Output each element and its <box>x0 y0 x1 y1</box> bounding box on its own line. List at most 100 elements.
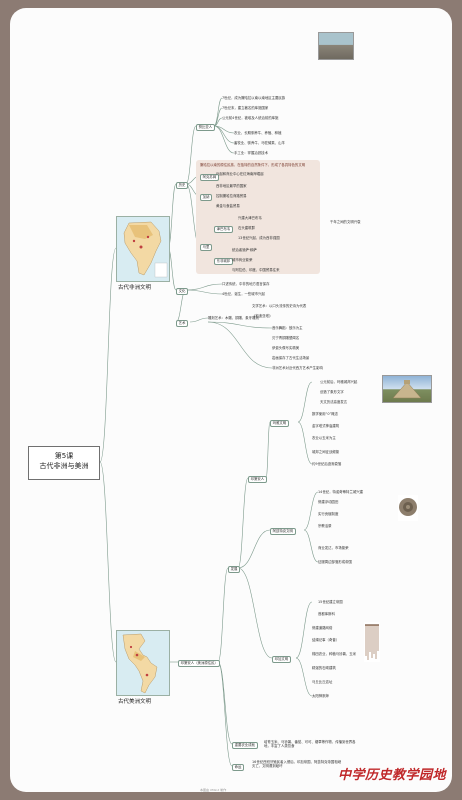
impact-text: 培育玉米、马铃薯、番茄、可可、烟草等作物，传播到世界各地，丰富了人类饮食 <box>264 740 356 749</box>
ghana-item-1: 西非地区最早的国家 <box>216 184 247 188</box>
nubia-item-4: 农业、长期驯养牛、养殖、种植 <box>234 131 282 135</box>
ghana-item-3: 黄金与食盐贸易 <box>216 204 240 208</box>
ghana-node[interactable]: 加纳 <box>200 194 212 202</box>
maya-item-5: 金字塔式神庙建筑 <box>312 424 340 428</box>
connector-line <box>295 601 313 659</box>
maya-item-4: 数学使用“0”概念 <box>312 412 339 416</box>
fate-text: 16世纪西班牙殖民者入侵后，印加帝国、阿兹特克帝国相继灭亡，文明遭到破坏 <box>252 760 342 769</box>
aztec-item-6: 征服周边部落形成帝国 <box>318 560 352 564</box>
nubia-item-1: 7世纪，成为撒哈拉以南以南地区主要民族 <box>222 96 286 100</box>
arts-item-5: 岩画保存了古代生活场景 <box>272 356 310 360</box>
inca-item-3: 修建道路网络 <box>312 626 333 630</box>
america-label: 古代美洲文明 <box>118 699 152 705</box>
nubia-item-2: 7世纪末，建立著名的库施国家 <box>222 106 269 110</box>
indian-intro[interactable]: 印第安人（美洲原住民） <box>178 660 221 668</box>
maya-item-7: 城邦之间征战频繁 <box>312 450 340 454</box>
dev-node[interactable]: 发展 <box>228 566 240 574</box>
indian-node[interactable]: 印第安人 <box>248 476 267 484</box>
mali-item-2: 统治者曼萨·穆萨 <box>232 248 257 252</box>
inca-item-1: 15世纪建立帝国 <box>318 600 343 604</box>
inca-item-6: 精湛的石砌建筑 <box>312 666 336 670</box>
maya-item-1: 公元前后，玛雅城邦兴起 <box>320 380 358 384</box>
america-map-image <box>116 630 170 696</box>
connector-line <box>295 657 313 697</box>
aztec-item-4: 宗教活祭 <box>318 524 332 528</box>
connector-line <box>303 529 319 563</box>
nubia-item-5: 畜牧业、驯养牛、马驼骑乘、山羊 <box>234 141 285 145</box>
connector-line <box>207 321 273 369</box>
africa-history[interactable]: 历史 <box>176 182 188 190</box>
calendar-stone-photo <box>398 495 418 521</box>
arts-item-6: 非洲艺术对近代西方艺术产生影响 <box>272 366 323 370</box>
connector-line <box>217 661 233 745</box>
inca-item-4: 结绳记事（奇普） <box>312 638 340 642</box>
africa-map-image <box>116 216 170 282</box>
maya-node[interactable]: 玛雅文明 <box>270 420 289 428</box>
ghana-item-2: 控制撒哈拉商路贸易 <box>216 194 247 198</box>
lit-item-2: 《松迪亚塔》 <box>252 314 273 318</box>
lit-item-1: 文学艺术：以口头流传的史诗为代表 <box>252 304 307 308</box>
inca-item-7: 马丘比丘遗址 <box>312 680 333 684</box>
maya-item-6: 农业以玉米为主 <box>312 436 336 440</box>
connector-line <box>99 247 117 463</box>
ruins-photo <box>318 32 354 60</box>
connector-line <box>237 477 249 569</box>
pyramid-photo <box>382 375 432 403</box>
africa-label: 古代非洲文明 <box>118 285 152 291</box>
mali-node[interactable]: 马里 <box>200 244 212 252</box>
aztec-node[interactable]: 阿兹特克文明 <box>270 528 296 536</box>
arts-item-4: 伊费头像写实精美 <box>272 346 300 350</box>
nubia-item-6: 手工业：掌握冶铁技术 <box>234 151 268 155</box>
maya-item-8: 约9世纪后逐渐衰落 <box>312 462 342 466</box>
inca-item-8: 太阳神崇拜 <box>312 694 329 698</box>
inca-item-2: 首都库斯科 <box>318 612 335 616</box>
aksum-item-1: 兴起和商业中心在红海南岸崛起 <box>216 172 264 176</box>
watermark: 中学历史教学园地 <box>338 768 447 783</box>
swahili-item-1: 城市商业繁荣 <box>232 258 253 262</box>
arts-node[interactable]: 艺术 <box>176 320 188 328</box>
culture-item-2: 4世纪，诞生，一些城市兴起 <box>222 292 265 296</box>
mali-item-1: 13世纪兴起，成为西非强国 <box>238 236 280 240</box>
maya-item-2: 创造了象形文字 <box>320 390 344 394</box>
arts-item-1: 雕刻艺术：木雕、铜雕、象牙雕刻 <box>208 316 259 320</box>
connector-line <box>217 661 233 767</box>
connector-line <box>185 125 197 185</box>
aksum-node[interactable]: 阿克苏姆 <box>200 174 219 182</box>
aztec-item-1: 14世纪，特诺奇蒂特兰城兴建 <box>318 490 364 494</box>
root-title-line1: 第5课 <box>54 452 74 460</box>
swahili-item-2: 与阿拉伯、印度、中国贸易往来 <box>232 268 280 272</box>
highlight-note: 撒哈拉以南的原住民族，在独特的自然条件下，形成了各具特色的文明 <box>200 163 306 167</box>
zimbabwe-item-2: 石头建筑群 <box>238 226 255 230</box>
connector-line <box>237 529 271 569</box>
zimbabwe-item-1: 兴建大津巴布韦 <box>238 216 262 220</box>
connector-line <box>185 289 223 295</box>
side-note: 千年之间的文明兴衰 <box>330 220 361 224</box>
aztec-item-5: 商业发达，市场繁荣 <box>318 546 349 550</box>
nubia-node[interactable]: 努比亚人 <box>196 124 215 132</box>
root-topic[interactable]: 第5课 古代非洲与美洲 <box>28 446 100 480</box>
swahili-node[interactable]: 东非城邦 <box>214 258 233 266</box>
zimbabwe-node[interactable]: 津巴布韦 <box>214 226 233 234</box>
inca-item-5: 梯田农业，种植马铃薯、玉米 <box>312 652 357 656</box>
root-title-line2: 古代非洲与美洲 <box>39 462 89 470</box>
connector-line <box>99 461 117 663</box>
connector-line <box>303 491 319 531</box>
connector-line <box>189 317 209 323</box>
connector-line <box>213 125 235 154</box>
connector-line <box>185 283 223 291</box>
maya-item-3: 天文历法高度发达 <box>320 400 348 404</box>
connector-line <box>207 321 273 329</box>
nubia-item-3: 公元前4世纪，被埃及人统治前的库施 <box>222 116 279 120</box>
quipu-photo <box>364 622 380 662</box>
connector-line <box>217 567 229 663</box>
africa-culture[interactable]: 文化 <box>176 288 188 296</box>
connector-line <box>297 381 313 423</box>
connector-line <box>297 421 313 465</box>
culture-item-1: 口述传统，中非的地方语言保存 <box>222 282 270 286</box>
arts-item-2: 音乐舞蹈：鼓乐为主 <box>272 326 303 330</box>
impact-node[interactable]: 重要农业成就 <box>232 742 258 750</box>
inca-node[interactable]: 印加文明 <box>272 656 291 664</box>
fate-node[interactable]: 命运 <box>232 764 244 772</box>
connector-line <box>213 125 235 144</box>
aztec-item-2: 修建浮动园田 <box>318 500 339 504</box>
